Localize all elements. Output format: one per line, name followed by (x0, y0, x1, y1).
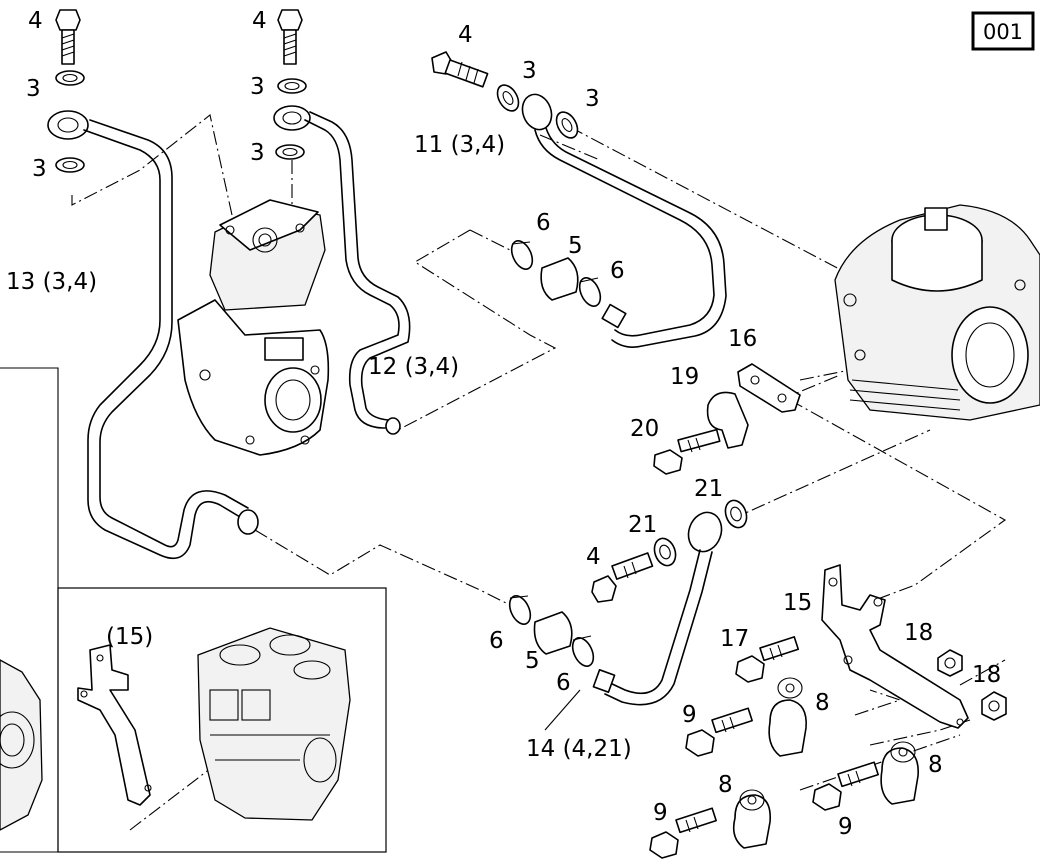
callout-3: 3 (32, 156, 47, 182)
sealing-washer-middle (275, 144, 305, 160)
callout-21: 21 (694, 476, 723, 502)
callout-18: 18 (972, 662, 1001, 688)
label-leaders (544, 689, 581, 731)
callout-5: 5 (568, 233, 583, 259)
callout-9: 9 (682, 702, 697, 728)
callout-11: 11 (3,4) (414, 132, 505, 158)
sealing-washer-lower-left (55, 157, 85, 173)
callout-8: 8 (718, 772, 733, 798)
clamp-19 (706, 391, 749, 449)
hose-clamp-6-upper-right (578, 277, 602, 307)
pipe-12 (273, 105, 411, 435)
callout-labels: 4 3 3 4 3 3 4 3 3 11 (3,4) 13 (3,4) 6 5 … (6, 8, 1001, 840)
pipe-clamp-8-lower-right (880, 741, 919, 805)
hose-5-upper (540, 257, 579, 301)
banjo-bolt-4-lower (591, 552, 654, 603)
callout-4: 4 (458, 22, 473, 48)
callout-19: 19 (670, 364, 699, 390)
callout-4: 4 (586, 544, 601, 570)
callout-15: 15 (783, 590, 812, 616)
sealing-washer-11b (555, 111, 579, 139)
callout-12: 12 (3,4) (368, 354, 459, 380)
sealing-washer-21a (724, 499, 748, 529)
callout-8: 8 (815, 690, 830, 716)
inset-engine-block (197, 627, 351, 821)
callout-3: 3 (250, 74, 265, 100)
hose-clamp-6-upper-left (510, 240, 534, 270)
callout-9: 9 (838, 814, 853, 840)
nut-18-lower (981, 691, 1007, 721)
pipe-11 (521, 93, 727, 348)
callout-20: 20 (630, 416, 659, 442)
inset-frame-engine-block (57, 587, 387, 853)
bracket-15 (821, 564, 969, 729)
leader-lines (71, 114, 1007, 831)
sealing-washer-21b (653, 537, 677, 567)
sealing-washer-top-left (55, 70, 85, 86)
diagram-id-label: 001 (983, 20, 1023, 44)
callout-5: 5 (525, 648, 540, 674)
hose-clamp-6-lower-left (508, 595, 532, 625)
banjo-bolt-left (55, 9, 81, 65)
callout-14: 14 (4,21) (526, 736, 632, 762)
callout-21: 21 (628, 512, 657, 538)
callout-6: 6 (489, 628, 504, 654)
bolt-9-lower-left (649, 807, 717, 859)
callout-15-inset: (15) (106, 624, 153, 650)
callout-13: 13 (3,4) (6, 269, 97, 295)
bolt-20 (653, 428, 721, 475)
bolt-17 (735, 636, 800, 683)
callout-4: 4 (252, 8, 267, 34)
callout-3: 3 (26, 76, 41, 102)
callout-4: 4 (28, 8, 43, 34)
inset-left-engine-fragment (0, 659, 43, 831)
callout-8: 8 (928, 752, 943, 778)
callout-3: 3 (522, 58, 537, 84)
callout-6: 6 (536, 210, 551, 236)
sealing-washer-11a (496, 84, 520, 112)
callout-3: 3 (585, 86, 600, 112)
bolt-9-upper (685, 707, 753, 757)
inset-bracket-15 (77, 644, 152, 806)
bolt-9-lower-right (812, 761, 879, 811)
callout-3: 3 (250, 140, 265, 166)
diagram-id-box: 001 (971, 11, 1035, 51)
engine-block (834, 204, 1040, 421)
banjo-bolt-middle (277, 9, 303, 65)
plate-16 (737, 363, 801, 413)
banjo-bolt-top-right (431, 51, 489, 88)
callout-17: 17 (720, 626, 749, 652)
pipe-14 (592, 511, 723, 706)
hose-5-lower (533, 611, 573, 655)
callout-18: 18 (904, 620, 933, 646)
pipe-13 (47, 110, 259, 560)
hose-clamp-6-lower-right (571, 635, 595, 667)
sealing-washer-top-middle (277, 78, 307, 94)
callout-6: 6 (556, 670, 571, 696)
callout-9: 9 (653, 800, 668, 826)
nut-18-upper (937, 649, 963, 677)
callout-16: 16 (728, 326, 757, 352)
air-compressor (177, 199, 330, 456)
callout-6: 6 (610, 258, 625, 284)
pipe-clamp-8-middle (732, 789, 772, 849)
pipe-clamp-8-upper (768, 677, 807, 757)
